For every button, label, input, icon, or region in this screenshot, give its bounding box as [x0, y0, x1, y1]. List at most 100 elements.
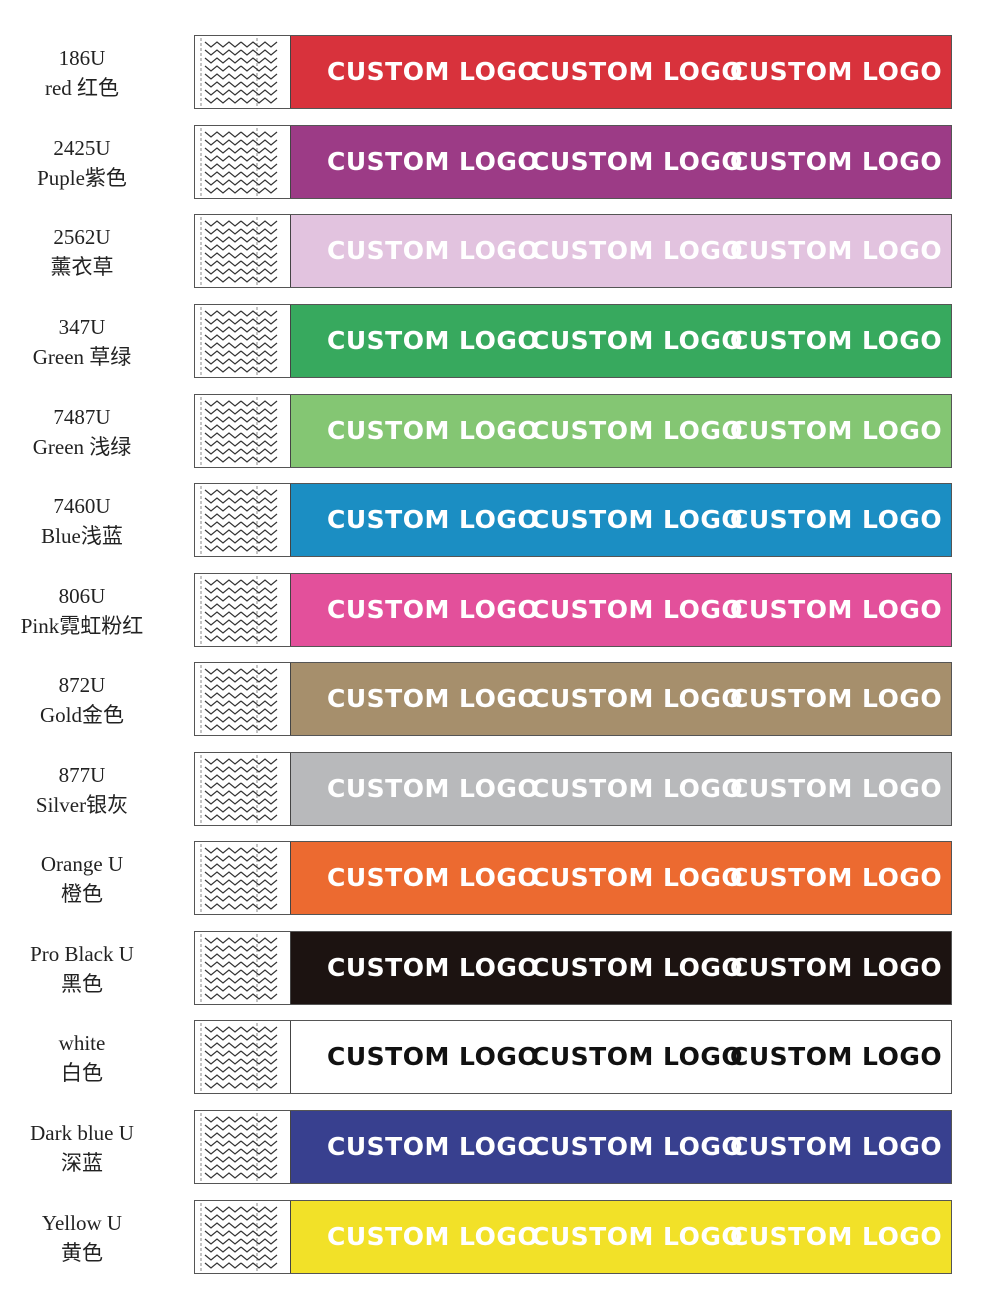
custom-logo-text: CUSTOM LOGO [327, 1042, 540, 1071]
band-label: 2562U 薰衣草 [0, 202, 164, 302]
wristband-tab [195, 395, 291, 467]
custom-logo-text: CUSTOM LOGO [531, 1042, 744, 1071]
custom-logo-text: CUSTOM LOGO [730, 236, 943, 265]
zigzag-pattern-icon [200, 576, 278, 644]
pantone-code: 186U [58, 46, 106, 70]
color-name: Gold金色 [40, 703, 124, 727]
zigzag-pattern-icon [200, 486, 278, 554]
wristband-tab [195, 842, 291, 914]
custom-logo-text: CUSTOM LOGO [730, 774, 943, 803]
custom-logo-text: CUSTOM LOGO [531, 863, 744, 892]
pantone-code: 872U [58, 673, 106, 697]
custom-logo-text: CUSTOM LOGO [327, 416, 540, 445]
color-name: Silver银灰 [35, 793, 129, 817]
zigzag-pattern-icon [200, 1023, 278, 1091]
custom-logo-text: CUSTOM LOGO [531, 684, 744, 713]
wristband-tab [195, 126, 291, 198]
custom-logo-text: CUSTOM LOGO [531, 147, 744, 176]
color-name: Green 浅绿 [32, 435, 132, 459]
band-label: 2425U Puple紫色 [0, 113, 164, 213]
custom-logo-text: CUSTOM LOGO [730, 1132, 943, 1161]
custom-logo-text: CUSTOM LOGO [327, 1132, 540, 1161]
custom-logo-text: CUSTOM LOGO [327, 57, 540, 86]
wristband-tab [195, 484, 291, 556]
custom-logo-text: CUSTOM LOGO [327, 595, 540, 624]
zigzag-pattern-icon [200, 217, 278, 285]
custom-logo-text: CUSTOM LOGO [730, 863, 943, 892]
wristband-tab [195, 753, 291, 825]
color-name: Puple紫色 [37, 166, 127, 190]
custom-logo-text: CUSTOM LOGO [730, 57, 943, 86]
custom-logo-text: CUSTOM LOGO [531, 1222, 744, 1251]
pantone-code: 347U [58, 315, 106, 339]
pantone-code: Dark blue U [30, 1121, 134, 1145]
zigzag-pattern-icon [200, 128, 278, 196]
pantone-code: 2425U [53, 136, 111, 160]
custom-logo-text: CUSTOM LOGO [531, 236, 744, 265]
zigzag-pattern-icon [200, 1203, 278, 1271]
pantone-code: white [58, 1031, 106, 1055]
custom-logo-text: CUSTOM LOGO [327, 953, 540, 982]
custom-logo-text: CUSTOM LOGO [730, 326, 943, 355]
color-name: 深蓝 [61, 1151, 103, 1175]
wristband-tab [195, 36, 291, 108]
custom-logo-text: CUSTOM LOGO [531, 57, 744, 86]
custom-logo-text: CUSTOM LOGO [730, 684, 943, 713]
color-name: 白色 [61, 1061, 103, 1085]
color-name: 橙色 [61, 882, 103, 906]
custom-logo-text: CUSTOM LOGO [531, 953, 744, 982]
color-name: 薰衣草 [50, 255, 114, 279]
wristband-tab [195, 1021, 291, 1093]
custom-logo-text: CUSTOM LOGO [730, 1222, 943, 1251]
custom-logo-text: CUSTOM LOGO [730, 953, 943, 982]
wristband-tab [195, 932, 291, 1004]
color-name: Green 草绿 [32, 345, 132, 369]
custom-logo-text: CUSTOM LOGO [730, 505, 943, 534]
custom-logo-text: CUSTOM LOGO [531, 416, 744, 445]
custom-logo-text: CUSTOM LOGO [327, 1222, 540, 1251]
zigzag-pattern-icon [200, 307, 278, 375]
pantone-code: Orange U [40, 852, 124, 876]
custom-logo-text: CUSTOM LOGO [730, 595, 943, 624]
pantone-code: 2562U [53, 225, 111, 249]
zigzag-pattern-icon [200, 934, 278, 1002]
custom-logo-text: CUSTOM LOGO [730, 147, 943, 176]
